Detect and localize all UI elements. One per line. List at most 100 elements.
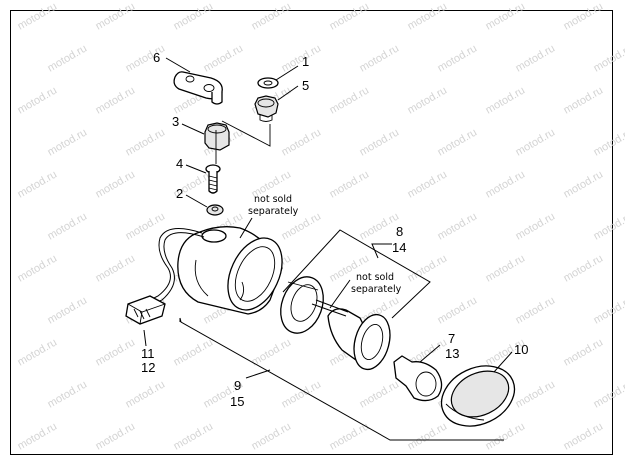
watermark-text: motod.ru <box>94 0 138 32</box>
watermark-text: motod.ru <box>484 168 528 200</box>
watermark-text: motod.ru <box>250 0 294 32</box>
watermark-text: motod.ru <box>16 252 60 284</box>
watermark-text: motod.ru <box>484 420 528 452</box>
watermark-text: motod.ru <box>514 210 558 242</box>
watermark-text: motod.ru <box>16 84 60 116</box>
callout-4: 4 <box>176 156 183 171</box>
watermark-text: motod.ru <box>406 0 450 32</box>
watermark-text: motod.ru <box>280 126 324 158</box>
watermark-text: motod.ru <box>484 0 528 32</box>
watermark-text: motod.ru <box>16 0 60 32</box>
part-8-gasket <box>280 276 324 334</box>
watermark-text: motod.ru <box>46 42 90 74</box>
note-housing-line1: not sold <box>254 194 292 205</box>
watermark-text: motod.ru <box>514 294 558 326</box>
callout-6: 6 <box>153 50 160 65</box>
wire-and-connector <box>125 228 205 325</box>
watermark-text: motod.ru <box>46 294 90 326</box>
callout-5: 5 <box>302 78 309 93</box>
callout-13: 13 <box>445 346 459 361</box>
callout-7: 7 <box>448 331 455 346</box>
callout-8: 8 <box>396 224 403 239</box>
watermark-text: motod.ru <box>562 84 606 116</box>
note-socket-line2: separately <box>351 284 402 295</box>
watermark-text: motod.ru <box>592 294 625 326</box>
callout-15: 15 <box>230 394 244 409</box>
part-1-washer <box>257 77 279 89</box>
assembly-lines <box>215 120 271 164</box>
part-9-housing <box>177 226 283 315</box>
callout-12: 12 <box>141 360 155 375</box>
watermark-text: motod.ru <box>514 378 558 410</box>
watermark-text: motod.ru <box>406 168 450 200</box>
watermark-text: motod.ru <box>172 420 216 452</box>
watermark-text: motod.ru <box>358 126 402 158</box>
watermark-text: motod.ru <box>172 0 216 32</box>
watermark-text: motod.ru <box>358 42 402 74</box>
part-2-washer <box>206 204 224 216</box>
watermark-text: motod.ru <box>592 42 625 74</box>
watermark-text: motod.ru <box>94 252 138 284</box>
watermark-text: motod.ru <box>436 210 480 242</box>
part-7-bulb <box>393 355 443 402</box>
watermark-text: motod.ru <box>46 378 90 410</box>
part-4-bolt <box>205 164 221 194</box>
watermark-text: motod.ru <box>172 336 216 368</box>
watermark-text: motod.ru <box>562 252 606 284</box>
watermark-text: motod.ru <box>46 210 90 242</box>
watermark-text: motod.ru <box>250 336 294 368</box>
part-6-bracket <box>173 71 223 105</box>
watermark-text: motod.ru <box>358 378 402 410</box>
part-5-nut <box>254 95 279 122</box>
watermark-text: motod.ru <box>94 336 138 368</box>
watermark-text: motod.ru <box>406 420 450 452</box>
leader-lines <box>143 57 513 379</box>
callout-2: 2 <box>176 186 183 201</box>
watermark-text: motod.ru <box>436 126 480 158</box>
watermark-text: motod.ru <box>16 336 60 368</box>
watermark-text: motod.ru <box>358 210 402 242</box>
watermark-text: motod.ru <box>514 42 558 74</box>
watermark-text: motod.ru <box>280 378 324 410</box>
callout-14: 14 <box>392 240 406 255</box>
group-bracket-9 <box>179 317 504 441</box>
note-housing-line2: separately <box>248 206 299 217</box>
note-socket-line1: not sold <box>356 272 394 283</box>
callout-3: 3 <box>172 114 179 129</box>
callout-10: 10 <box>514 342 528 357</box>
watermark-text: motod.ru <box>562 0 606 32</box>
watermark-text: motod.ru <box>124 126 168 158</box>
watermark-text: motod.ru <box>202 42 246 74</box>
watermark-text: motod.ru <box>514 126 558 158</box>
watermark-text: motod.ru <box>436 42 480 74</box>
watermark-text: motod.ru <box>250 420 294 452</box>
watermark-text: motod.ru <box>562 420 606 452</box>
watermark-text: motod.ru <box>592 378 625 410</box>
callout-1: 1 <box>302 54 309 69</box>
watermark-text: motod.ru <box>484 84 528 116</box>
watermark-text: motod.ru <box>124 378 168 410</box>
group-bracket-8 <box>282 229 431 319</box>
watermark-text: motod.ru <box>328 84 372 116</box>
watermark-text: motod.ru <box>124 42 168 74</box>
part-10-lens <box>440 365 516 427</box>
watermark-text: motod.ru <box>484 252 528 284</box>
watermark-text: motod.ru <box>406 84 450 116</box>
watermark-text: motod.ru <box>592 126 625 158</box>
watermark-text: motod.ru <box>94 84 138 116</box>
watermark-text: motod.ru <box>328 0 372 32</box>
watermark-text: motod.ru <box>562 336 606 368</box>
watermark-text: motod.ru <box>562 168 606 200</box>
watermark-text: motod.ru <box>16 168 60 200</box>
watermark-text: motod.ru <box>94 168 138 200</box>
part-3-coupler <box>204 122 230 151</box>
watermark-text: motod.ru <box>328 168 372 200</box>
watermark-text: motod.ru <box>94 420 138 452</box>
watermark-text: motod.ru <box>406 252 450 284</box>
callout-9: 9 <box>234 378 241 393</box>
watermark-text: motod.ru <box>16 420 60 452</box>
watermark-text: motod.ru <box>592 210 625 242</box>
socket-assembly <box>311 299 391 371</box>
